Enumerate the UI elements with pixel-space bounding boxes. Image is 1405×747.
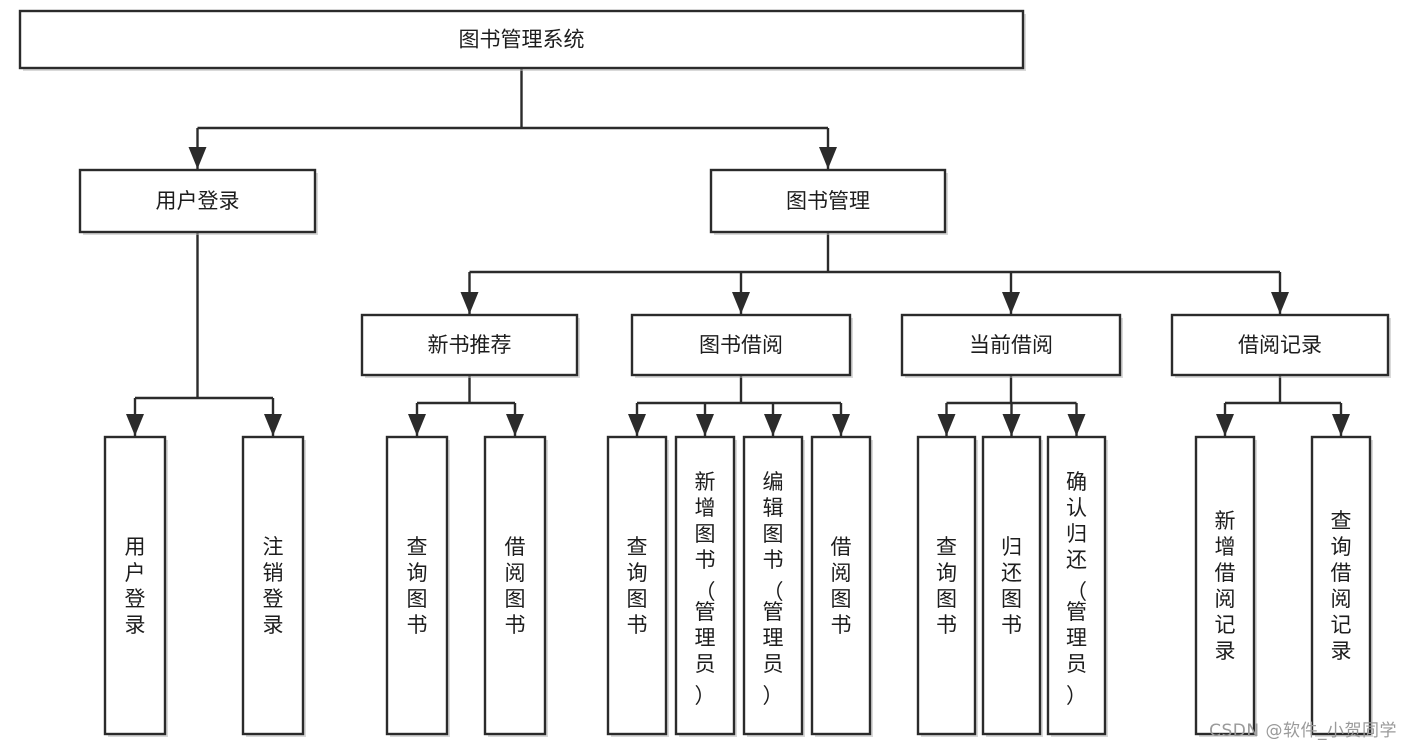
node-label: 当前借阅 xyxy=(969,333,1053,357)
arrow-head-icon xyxy=(764,414,782,436)
node-new-book-rec[interactable]: 新书推荐 xyxy=(360,313,580,378)
arrow-head-icon xyxy=(732,292,750,314)
node-label: 借阅图书 xyxy=(831,535,852,637)
node-label: 用户登录 xyxy=(156,189,240,213)
node-box[interactable] xyxy=(742,435,804,736)
node-box[interactable] xyxy=(1046,435,1107,736)
node-borrow-record[interactable]: 借阅记录 xyxy=(1170,313,1391,378)
arrow-head-icon xyxy=(628,414,646,436)
node-label: 查询图书 xyxy=(627,535,648,637)
node-box[interactable] xyxy=(916,435,977,736)
node-label: 注销登录 xyxy=(263,535,284,637)
node-box[interactable] xyxy=(18,9,1025,70)
arrow-head-icon xyxy=(188,147,207,169)
node-label: 归还图书 xyxy=(1001,535,1022,637)
node-label: 新增借阅记录 xyxy=(1215,509,1236,663)
node-label: 图书借阅 xyxy=(699,333,783,357)
arrow-head-icon xyxy=(1002,292,1020,314)
arrow-head-icon xyxy=(408,414,426,436)
node-leaf-query-record[interactable]: 查询借阅记录 xyxy=(1310,435,1373,737)
connector-layer xyxy=(126,68,1350,436)
node-label: 借阅记录 xyxy=(1238,333,1322,357)
node-box[interactable] xyxy=(483,435,547,736)
arrow-head-icon xyxy=(937,414,956,436)
node-root[interactable]: 图书管理系统 xyxy=(18,9,1026,71)
node-book-borrow[interactable]: 图书借阅 xyxy=(630,313,853,378)
node-leaf-query-book-3[interactable]: 查询图书 xyxy=(916,435,978,737)
node-layer: 图书管理系统用户登录图书管理新书推荐图书借阅当前借阅借阅记录用户登录注销登录查询… xyxy=(18,9,1391,737)
arrow-head-icon xyxy=(1216,414,1234,436)
node-label: 查询图书 xyxy=(407,535,428,637)
node-box[interactable] xyxy=(385,435,449,736)
node-label: 确认归还（管理员） xyxy=(1066,470,1087,708)
node-label: 新书推荐 xyxy=(428,333,512,357)
node-box[interactable] xyxy=(981,435,1042,736)
node-box[interactable] xyxy=(1194,435,1256,736)
node-box[interactable] xyxy=(900,313,1122,377)
node-leaf-user-login[interactable]: 用户登录 xyxy=(103,435,168,737)
node-leaf-logout-login[interactable]: 注销登录 xyxy=(241,435,306,737)
arrow-head-icon xyxy=(264,414,282,436)
node-box[interactable] xyxy=(1170,313,1390,377)
node-box[interactable] xyxy=(241,435,305,736)
node-box[interactable] xyxy=(78,168,317,234)
node-box[interactable] xyxy=(1310,435,1372,736)
arrow-head-icon xyxy=(506,414,524,436)
arrow-head-icon xyxy=(1271,292,1289,314)
arrow-head-icon xyxy=(1002,414,1021,436)
arrow-head-icon xyxy=(1067,414,1086,436)
node-box[interactable] xyxy=(810,435,872,736)
node-label: 借阅图书 xyxy=(505,535,526,637)
node-label: 用户登录 xyxy=(125,535,146,637)
node-box[interactable] xyxy=(360,313,579,377)
node-label: 查询图书 xyxy=(936,535,957,637)
node-leaf-add-book[interactable]: 新增图书（管理员） xyxy=(674,435,737,737)
node-book-manage[interactable]: 图书管理 xyxy=(709,168,948,235)
node-box[interactable] xyxy=(630,313,852,377)
node-box[interactable] xyxy=(606,435,668,736)
node-box[interactable] xyxy=(674,435,736,736)
node-label: 图书管理 xyxy=(786,189,870,213)
arrow-head-icon xyxy=(819,147,837,169)
arrow-head-icon xyxy=(126,414,144,436)
node-leaf-borrow-book-1[interactable]: 借阅图书 xyxy=(483,435,548,737)
node-leaf-confirm-return[interactable]: 确认归还（管理员） xyxy=(1046,435,1108,737)
node-label: 查询借阅记录 xyxy=(1331,509,1352,663)
node-current-borrow[interactable]: 当前借阅 xyxy=(900,313,1123,378)
node-label: 新增图书（管理员） xyxy=(695,470,716,708)
node-leaf-return-book[interactable]: 归还图书 xyxy=(981,435,1043,737)
node-leaf-add-record[interactable]: 新增借阅记录 xyxy=(1194,435,1257,737)
node-label: 编辑图书（管理员） xyxy=(763,470,784,708)
node-label: 图书管理系统 xyxy=(459,28,585,52)
node-leaf-borrow-book-2[interactable]: 借阅图书 xyxy=(810,435,873,737)
arrow-head-icon xyxy=(1332,414,1350,436)
node-box[interactable] xyxy=(709,168,947,234)
node-leaf-edit-book[interactable]: 编辑图书（管理员） xyxy=(742,435,805,737)
arrow-head-icon xyxy=(696,414,714,436)
node-leaf-query-book-2[interactable]: 查询图书 xyxy=(606,435,669,737)
node-leaf-query-book-1[interactable]: 查询图书 xyxy=(385,435,450,737)
arrow-head-icon xyxy=(460,292,479,314)
node-box[interactable] xyxy=(103,435,167,736)
arrow-head-icon xyxy=(832,414,850,436)
node-user-login[interactable]: 用户登录 xyxy=(78,168,318,235)
